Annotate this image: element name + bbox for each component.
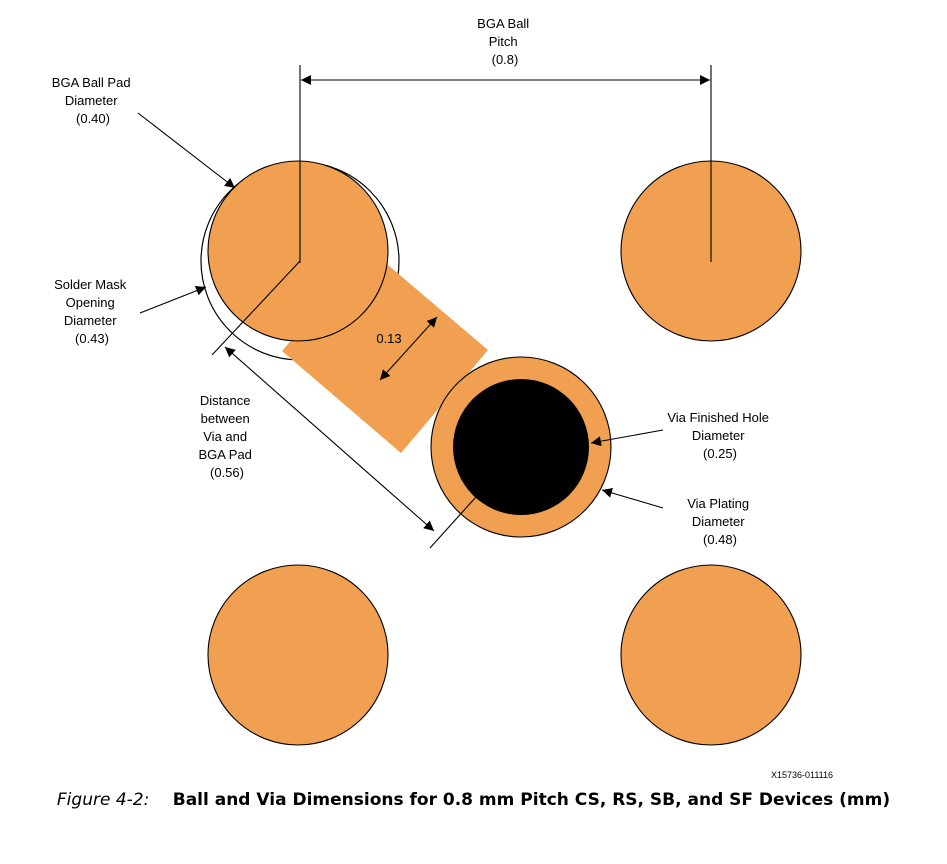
via-hole-line-3: (0.25) <box>703 446 737 461</box>
trace-width-label: 0.13 <box>376 331 401 346</box>
pitch-label: BGA Ball Pitch (0.8) <box>477 16 533 67</box>
via-plating-leader <box>601 488 664 509</box>
via-plating-label: Via Plating Diameter (0.48) <box>687 496 753 547</box>
distance-label: Distance between Via and BGA Pad (0.56) <box>198 393 255 480</box>
bga-pad-top-left <box>207 160 389 342</box>
pitch-label-line-1: BGA Ball <box>477 16 529 31</box>
distance-line-2: between <box>201 411 250 426</box>
pad-diameter-label: BGA Ball Pad Diameter (0.40) <box>52 75 134 126</box>
via-hole-leader <box>590 429 664 447</box>
via-hole-label: Via Finished Hole Diameter (0.25) <box>667 410 772 461</box>
via-hole-line-2: Diameter <box>692 428 745 443</box>
caption-title: Ball and Via Dimensions for 0.8 mm Pitch… <box>172 790 891 810</box>
mask-opening-label: Solder Mask Opening Diameter (0.43) <box>54 277 130 346</box>
pitch-label-line-3: (0.8) <box>492 52 519 67</box>
figure-caption: Figure 4-2: Ball and Via Dimensions for … <box>0 790 947 810</box>
via-plating-line-2: Diameter <box>692 514 745 529</box>
distance-line-5: (0.56) <box>210 465 244 480</box>
mask-opening-line-3: Diameter <box>64 313 117 328</box>
distance-dimension-line <box>224 346 435 532</box>
distance-line-1: Distance <box>200 393 251 408</box>
mask-opening-line-4: (0.43) <box>75 331 109 346</box>
bga-pad-bottom-right <box>620 564 802 746</box>
pad-diameter-line-2: Diameter <box>65 93 118 108</box>
pad-diameter-leader <box>137 112 236 189</box>
caption-number: Figure 4-2: <box>56 790 150 810</box>
via-hole-line-1: Via Finished Hole <box>667 410 769 425</box>
mask-opening-leader <box>139 286 207 314</box>
mask-opening-line-1: Solder Mask <box>54 277 127 292</box>
distance-line-3: Via and <box>203 429 247 444</box>
pad-diameter-line-3: (0.40) <box>76 111 110 126</box>
distance-line-4: BGA Pad <box>198 447 251 462</box>
pad-diameter-line-1: BGA Ball Pad <box>52 75 131 90</box>
distance-extension-pad <box>211 260 301 356</box>
via-plating-line-1: Via Plating <box>687 496 749 511</box>
bga-pad-bottom-left <box>207 564 389 746</box>
distance-extension-via <box>429 446 522 549</box>
pitch-label-line-2: Pitch <box>489 34 518 49</box>
via-plating-line-3: (0.48) <box>703 532 737 547</box>
mask-opening-line-2: Opening <box>66 295 115 310</box>
figure-id: X15736-011116 <box>771 770 833 780</box>
